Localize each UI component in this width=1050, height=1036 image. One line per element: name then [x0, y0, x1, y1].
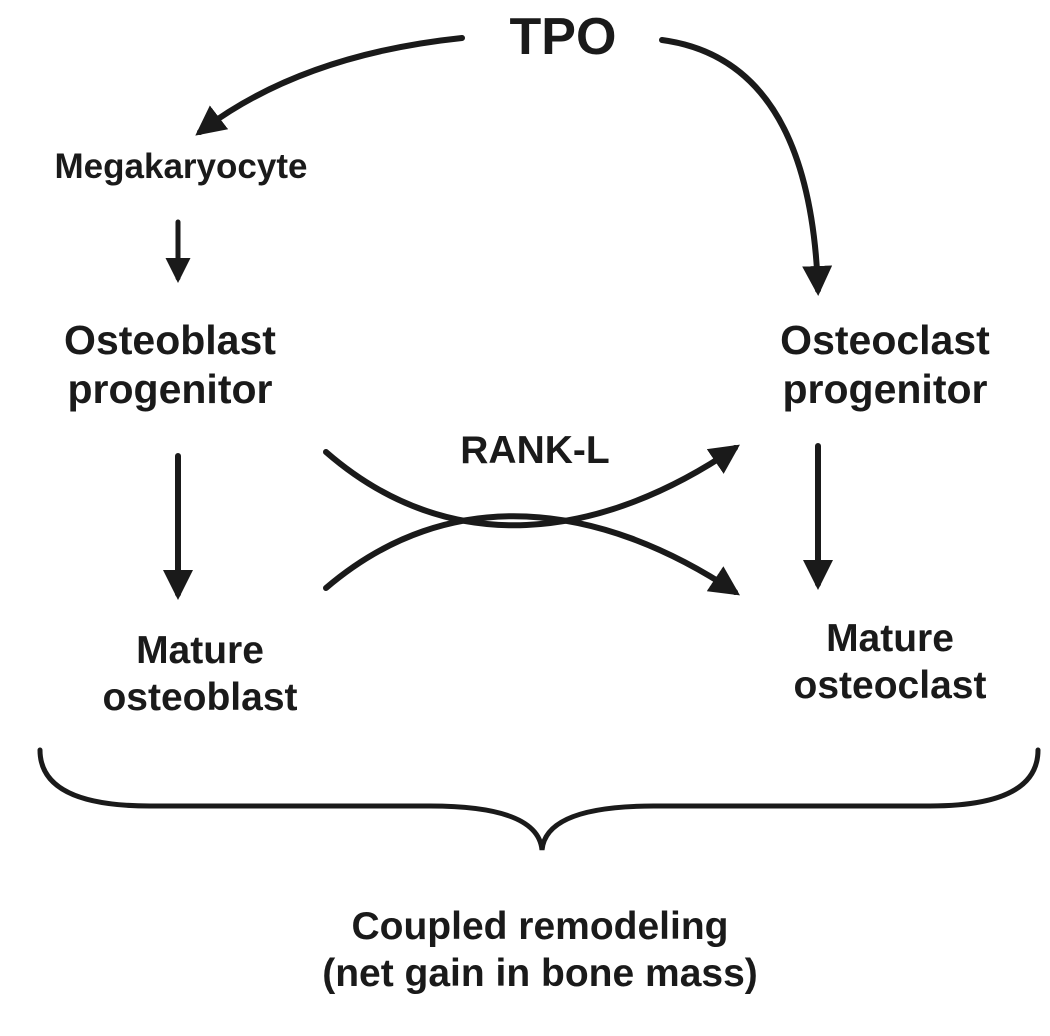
- node-osteoblast-progenitor-line-1: Osteoblast: [64, 317, 276, 363]
- node-mature-osteoclast: Mature osteoclast: [770, 616, 1010, 710]
- node-mature-osteoblast-line-1: Mature: [136, 629, 264, 672]
- edge-label-rank-l-text: RANK-L: [460, 429, 610, 472]
- node-osteoblast-progenitor-line-2: progenitor: [67, 366, 273, 413]
- node-megakaryocyte: Megakaryocyte: [0, 146, 362, 188]
- summary-coupled-remodeling: Coupled remodeling (net gain in bone mas…: [240, 904, 840, 998]
- node-osteoclast-progenitor-line-2: progenitor: [782, 366, 988, 413]
- node-osteoblast-progenitor: Osteoblast progenitor: [10, 316, 330, 414]
- summary-line-2: (net gain in bone mass): [322, 951, 758, 995]
- arrow-mature-osteoblast-to-mature-osteoclast: [323, 513, 740, 596]
- node-megakaryocyte-text: Megakaryocyte: [54, 147, 308, 186]
- node-osteoclast-progenitor: Osteoclast progenitor: [735, 316, 1035, 414]
- summary-line-1: Coupled remodeling: [351, 905, 729, 948]
- curly-brace: [37, 747, 1041, 851]
- arrow-osteoblast-progenitor-to-osteoclast-progenitor: [323, 444, 740, 529]
- node-mature-osteoclast-line-2: osteoclast: [793, 663, 987, 707]
- arrow-tpo-to-megakaryocyte: [195, 35, 465, 136]
- node-tpo-text: TPO: [509, 8, 617, 66]
- node-mature-osteoblast-line-2: osteoblast: [102, 675, 298, 719]
- arrow-tpo-to-osteoclast-progenitor: [659, 37, 833, 296]
- node-mature-osteoblast: Mature osteoblast: [80, 628, 320, 722]
- node-tpo: TPO: [470, 6, 656, 68]
- node-osteoclast-progenitor-line-1: Osteoclast: [780, 317, 990, 363]
- edge-label-rank-l: RANK-L: [420, 428, 650, 475]
- node-mature-osteoclast-line-1: Mature: [826, 617, 954, 660]
